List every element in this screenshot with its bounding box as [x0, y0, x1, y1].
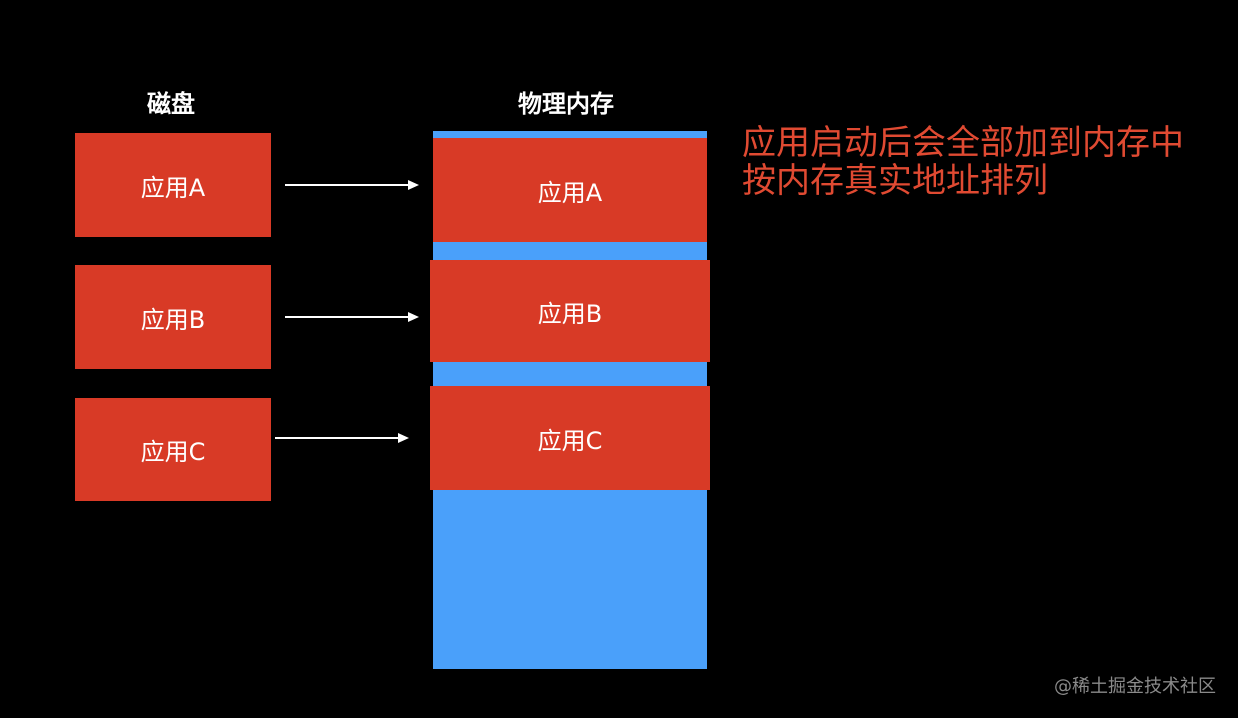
- memory-app-a: 应用A: [433, 138, 707, 242]
- memory-app-b: 应用B: [430, 260, 710, 362]
- annotation-line-2: 按内存真实地址排列: [742, 161, 1048, 201]
- arrow-a: [285, 180, 419, 190]
- disk-app-b: 应用B: [75, 265, 271, 369]
- annotation-line-1: 应用启动后会全部加到内存中: [742, 123, 1184, 163]
- memory-title: 物理内存: [518, 90, 614, 118]
- arrow-c: [275, 433, 409, 443]
- watermark: @稀土掘金技术社区: [1054, 676, 1216, 697]
- memory-app-c: 应用C: [430, 386, 710, 490]
- annotation-note: 应用启动后会全部加到内存中 按内存真实地址排列: [742, 124, 1184, 200]
- disk-title: 磁盘: [147, 90, 195, 118]
- disk-app-a: 应用A: [75, 133, 271, 237]
- arrow-b: [285, 312, 419, 322]
- disk-app-c: 应用C: [75, 398, 271, 501]
